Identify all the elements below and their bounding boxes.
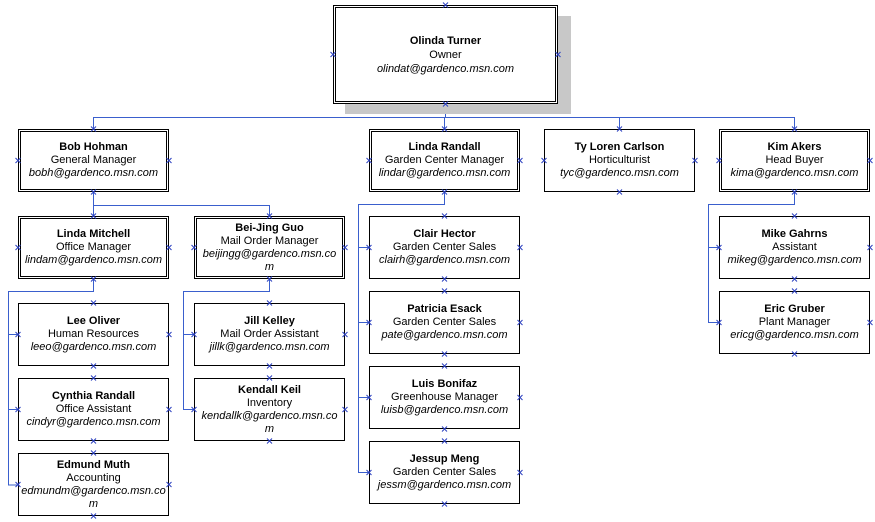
node-title: Human Resources	[47, 328, 140, 340]
node-email: lindar@gardenco.msn.com	[378, 167, 511, 179]
node-title: General Manager	[50, 154, 137, 166]
node-title: Horticulturist	[588, 154, 651, 166]
node-title: Office Assistant	[55, 403, 132, 415]
node-title: Garden Center Sales	[392, 466, 497, 478]
connector-lindam-reports	[8, 279, 94, 486]
node-name: Olinda Turner	[409, 34, 482, 47]
node-name: Linda Randall	[408, 141, 481, 153]
connector-beijing-reports	[183, 279, 270, 410]
node-email: ericg@gardenco.msn.com	[730, 329, 859, 341]
node-email: kima@gardenco.msn.com	[730, 167, 859, 179]
node-name: Bob Hohman	[59, 141, 128, 153]
node-name: Cynthia Randall	[51, 390, 136, 402]
node-name: Jessup Meng	[409, 453, 480, 465]
node-title: Garden Center Manager	[384, 154, 505, 166]
node-email: cindyr@gardenco.msn.com	[26, 416, 161, 428]
node-name: Mike Gahrns	[761, 228, 828, 240]
node-name: Luis Bonifaz	[411, 378, 478, 390]
node-name: Jill Kelley	[244, 315, 295, 327]
node-title: Accounting	[66, 471, 121, 484]
node-name: Ty Loren Carlson	[574, 141, 665, 153]
node-email: jessm@gardenco.msn.com	[377, 479, 512, 491]
node-name: Patricia Esack	[407, 303, 482, 315]
node-title: Mail Order Manager	[220, 234, 319, 247]
connector-kim-reports	[708, 192, 795, 323]
node-title: Office Manager	[55, 241, 131, 253]
node-email: kendallk@gardenco.msn.com	[201, 409, 338, 435]
node-email: bobh@gardenco.msn.com	[28, 167, 159, 179]
node-title: Inventory	[246, 396, 293, 409]
node-title: Garden Center Sales	[392, 241, 497, 253]
node-email: mikeg@gardenco.msn.com	[727, 254, 862, 266]
node-title: Plant Manager	[758, 316, 831, 328]
node-title: Assistant	[772, 241, 817, 253]
node-email: olindat@gardenco.msn.com	[376, 62, 515, 75]
node-title: Garden Center Sales	[392, 316, 497, 328]
connector-lindar-reports	[358, 192, 445, 473]
node-title: Head Buyer	[765, 154, 824, 166]
node-name: Lee Oliver	[66, 315, 121, 327]
connector-bob-beijing	[93, 192, 270, 216]
node-email: clairh@gardenco.msn.com	[379, 254, 510, 266]
connector-owner-kim	[445, 117, 795, 129]
node-name: Clair Hector	[413, 228, 476, 240]
node-email: lindam@gardenco.msn.com	[24, 254, 163, 266]
node-title: Owner	[429, 48, 462, 61]
node-name: Kendall Keil	[238, 383, 301, 396]
node-email: luisb@gardenco.msn.com	[380, 404, 509, 416]
node-email: tyc@gardenco.msn.com	[560, 167, 679, 179]
node-name: Edmund Muth	[56, 458, 131, 471]
node-name: Linda Mitchell	[56, 228, 131, 240]
node-email: edmundm@gardenco.msn.com	[21, 484, 166, 510]
node-name: Eric Gruber	[764, 303, 825, 315]
node-title: Mail Order Assistant	[220, 328, 319, 340]
node-email: beijingg@gardenco.msn.com	[202, 247, 337, 273]
node-email: jillk@gardenco.msn.com	[209, 341, 330, 353]
node-name: Bei-Jing Guo	[235, 221, 304, 234]
node-email: pate@gardenco.msn.com	[381, 329, 508, 341]
node-email: leeo@gardenco.msn.com	[30, 341, 157, 353]
node-title: Greenhouse Manager	[390, 391, 498, 403]
node-name: Kim Akers	[767, 141, 822, 153]
